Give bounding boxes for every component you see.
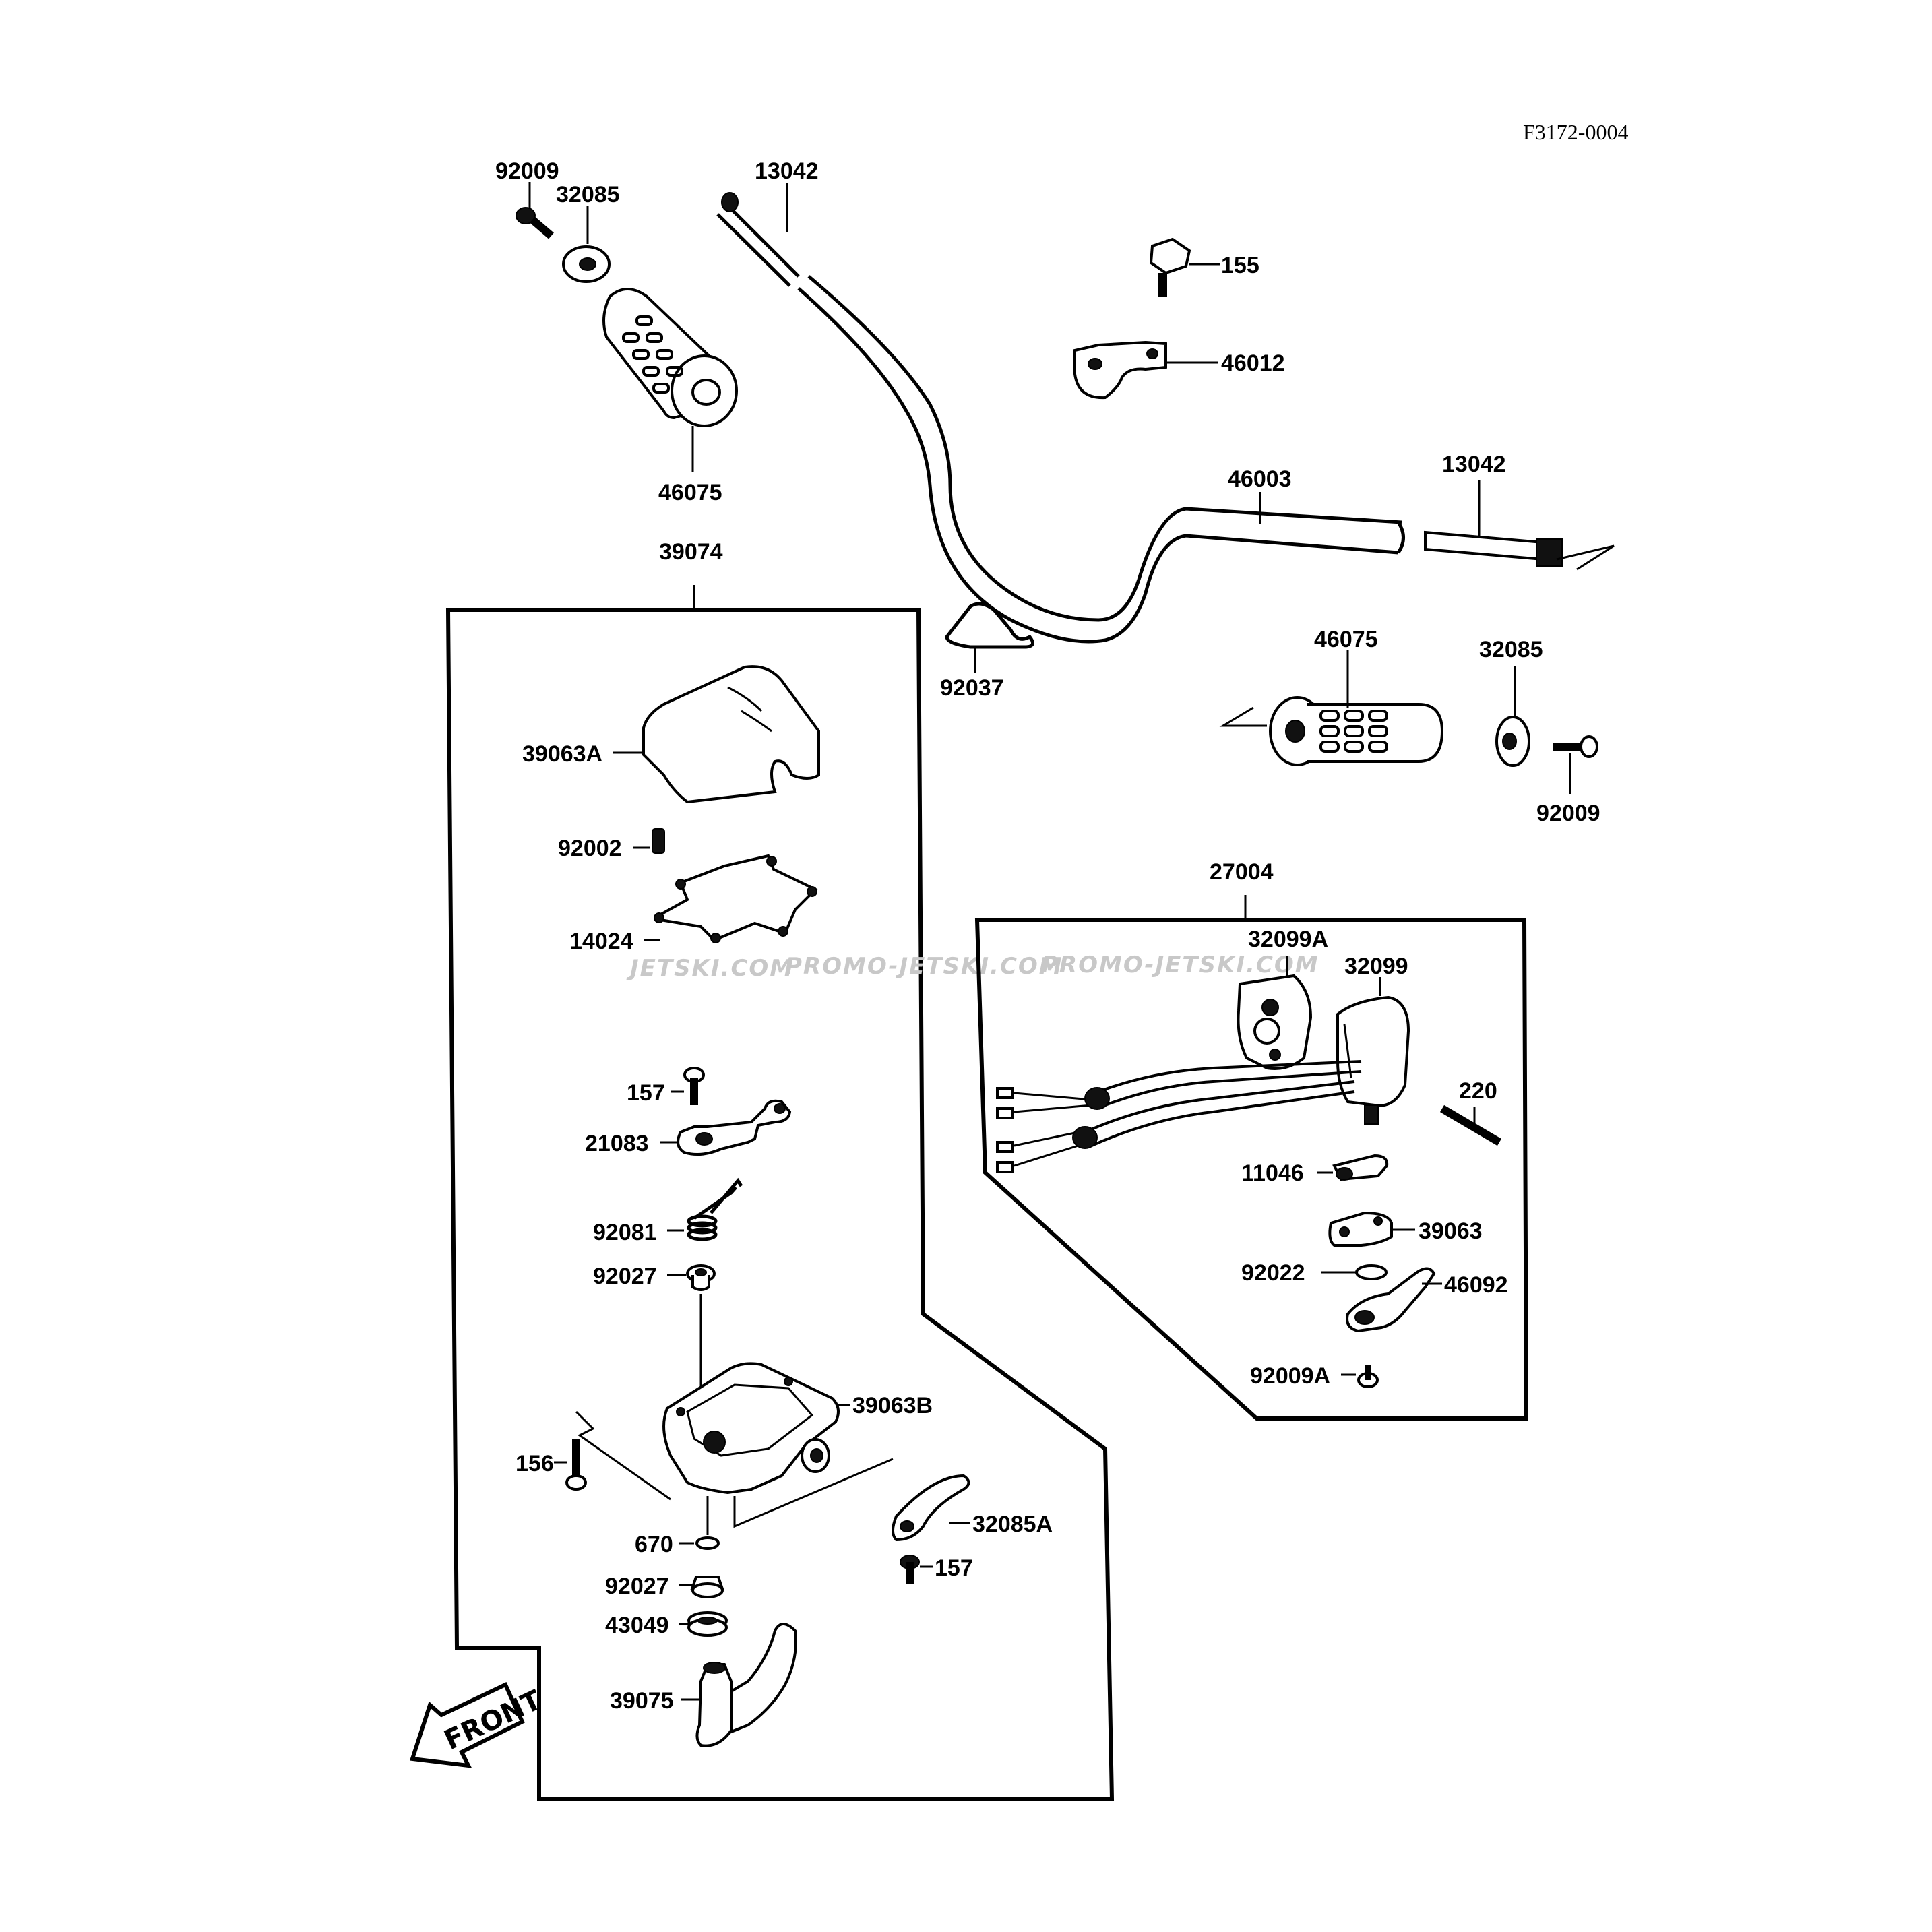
watermark-2: PROMO-JETSKI.COM xyxy=(785,953,1063,980)
label-92022: 92022 xyxy=(1241,1260,1305,1286)
label-32085-top: 32085 xyxy=(556,182,620,208)
clamp-46012-drawing xyxy=(1073,340,1167,400)
label-39063B: 39063B xyxy=(852,1393,933,1419)
spring-43049-drawing xyxy=(687,1611,728,1637)
plate-21083-drawing xyxy=(677,1099,792,1156)
label-11046: 11046 xyxy=(1241,1160,1304,1186)
bolt-92009-top-drawing xyxy=(516,207,554,239)
label-32085-right: 32085 xyxy=(1479,637,1543,662)
screw-92009A-drawing xyxy=(1357,1365,1379,1388)
label-92027-lower: 92027 xyxy=(605,1573,669,1599)
cover-39063A-drawing xyxy=(642,665,820,804)
label-21083: 21083 xyxy=(585,1131,649,1156)
collar-92027-lower-drawing xyxy=(690,1576,724,1598)
label-156: 156 xyxy=(516,1451,554,1476)
assembly-box-39074 xyxy=(445,608,1115,1801)
front-arrow-icon: FRONT xyxy=(410,1681,547,1768)
label-39063: 39063 xyxy=(1419,1218,1483,1244)
bolt-92009-right-drawing xyxy=(1553,735,1598,758)
axis-line-right-grip xyxy=(1219,706,1267,727)
lever-32085A-drawing xyxy=(892,1474,970,1542)
label-27004: 27004 xyxy=(1210,859,1274,885)
label-46075-right: 46075 xyxy=(1314,627,1378,652)
label-39074: 39074 xyxy=(659,539,723,565)
label-32099: 32099 xyxy=(1344,954,1408,979)
spring-92081-drawing xyxy=(687,1177,743,1241)
label-670: 670 xyxy=(635,1532,673,1557)
handlebar-46003-drawing xyxy=(716,192,1563,644)
part-11046-drawing xyxy=(1332,1154,1389,1181)
label-32085A: 32085A xyxy=(972,1512,1053,1537)
gasket-14024-drawing xyxy=(654,854,818,943)
washer-92022-drawing xyxy=(1355,1264,1388,1280)
label-92009-right: 92009 xyxy=(1536,801,1600,826)
label-39075: 39075 xyxy=(610,1688,674,1714)
bolt-157-upper-drawing xyxy=(683,1067,705,1105)
label-43049: 43049 xyxy=(605,1613,669,1638)
label-92002: 92002 xyxy=(558,836,622,861)
washer-32085-right-drawing xyxy=(1495,716,1530,767)
switch-housing-32099A-drawing xyxy=(1237,974,1313,1070)
label-220: 220 xyxy=(1459,1078,1497,1104)
clip-92037-drawing xyxy=(945,602,1034,649)
label-157-lower: 157 xyxy=(935,1555,973,1581)
grip-46075-right-drawing xyxy=(1269,696,1444,766)
cable-harness-drawing xyxy=(996,1060,1362,1173)
cover-39063-drawing xyxy=(1328,1211,1393,1247)
label-92037: 92037 xyxy=(940,675,1004,701)
label-92081: 92081 xyxy=(593,1220,657,1245)
guide-line-156 xyxy=(575,1410,671,1501)
bolt-155-drawing xyxy=(1149,237,1191,297)
guide-line-32085A xyxy=(733,1458,894,1528)
throttle-lever-39075-drawing xyxy=(695,1623,797,1747)
label-39063A: 39063A xyxy=(522,741,602,767)
label-92009A: 92009A xyxy=(1250,1363,1330,1389)
collar-92027-upper-drawing xyxy=(686,1264,716,1291)
housing-39063B-drawing xyxy=(662,1362,840,1495)
bolt-157-lower-drawing xyxy=(900,1555,920,1584)
bolt-156-drawing xyxy=(565,1439,587,1491)
label-13042-right: 13042 xyxy=(1442,451,1506,477)
label-92009-top: 92009 xyxy=(495,158,559,184)
grip-46075-left-drawing xyxy=(602,288,738,427)
screw-92002-drawing xyxy=(652,828,665,854)
screw-220-drawing xyxy=(1439,1104,1502,1146)
assembly-box-27004 xyxy=(974,918,1529,1421)
label-14024: 14024 xyxy=(569,929,633,954)
label-32099A: 32099A xyxy=(1248,927,1328,952)
watermark-1: JETSKI.COM xyxy=(626,955,794,982)
label-46092: 46092 xyxy=(1444,1272,1508,1298)
label-46003: 46003 xyxy=(1228,466,1292,492)
watermark-3: PROMO-JETSKI.COM xyxy=(1041,952,1319,978)
switch-housing-32099-drawing xyxy=(1336,995,1410,1125)
label-13042-left: 13042 xyxy=(755,158,819,184)
axis-line-right-end xyxy=(1556,544,1615,571)
label-46075-left: 46075 xyxy=(658,480,722,505)
label-46012: 46012 xyxy=(1221,350,1285,376)
label-157-upper: 157 xyxy=(627,1080,665,1106)
label-92027-upper: 92027 xyxy=(593,1264,657,1289)
washer-32085-top-drawing xyxy=(562,245,611,283)
oring-670-drawing xyxy=(695,1536,720,1550)
label-155: 155 xyxy=(1221,253,1259,278)
figure-code: F3172-0004 xyxy=(1523,120,1628,144)
lever-46092-drawing xyxy=(1346,1267,1436,1333)
